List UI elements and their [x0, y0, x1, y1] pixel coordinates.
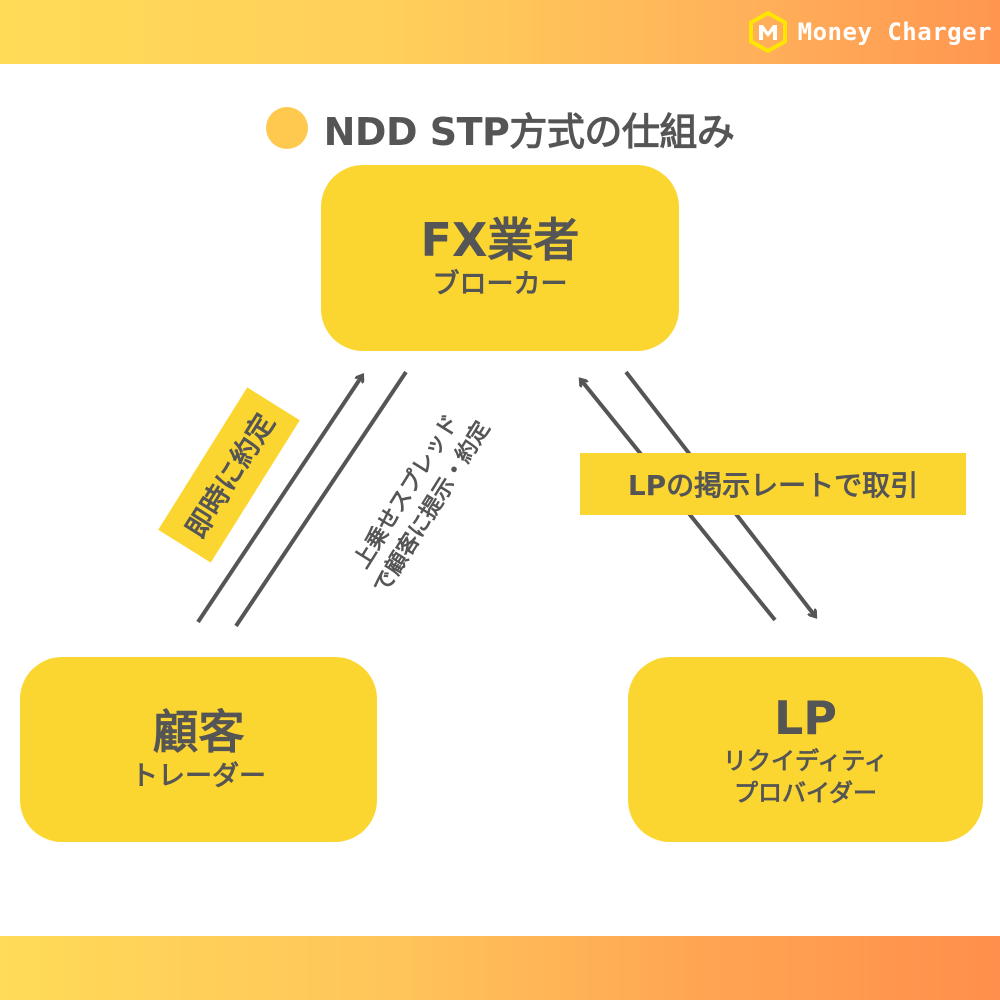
node-broker-subtitle: ブローカー [432, 269, 568, 300]
node-broker-title: FX業者 [420, 213, 580, 267]
node-fx-broker: FX業者 ブローカー [321, 165, 679, 351]
node-customer-subtitle: トレーダー [131, 760, 266, 792]
page-title: NDD STP方式の仕組み [0, 100, 1000, 156]
line-broker-to-customer [234, 370, 408, 628]
node-liquidity-provider: LP リクイディティ プロバイダー [628, 657, 983, 842]
arrow-customer-to-broker [196, 376, 362, 624]
circle-bullet-icon [265, 107, 308, 149]
hexagon-m-logo-icon [748, 10, 787, 54]
node-customer-title: 顧客 [152, 704, 245, 759]
node-lp-subtitle-line2: プロバイダー [733, 778, 878, 807]
node-customer: 顧客 トレーダー [20, 657, 377, 842]
label-lp-rate-trade: LPの掲示レートで取引 [580, 453, 966, 515]
brand-name: Money Charger [797, 18, 992, 46]
brand: Money Charger [746, 10, 992, 54]
footer-gradient-bar [0, 936, 1000, 1000]
node-lp-title: LP [773, 690, 838, 745]
node-lp-subtitle-line1: リクイディティ [723, 746, 888, 775]
page-title-text: NDD STP方式の仕組み [323, 109, 735, 154]
header-gradient-bar: Money Charger [0, 0, 1000, 64]
